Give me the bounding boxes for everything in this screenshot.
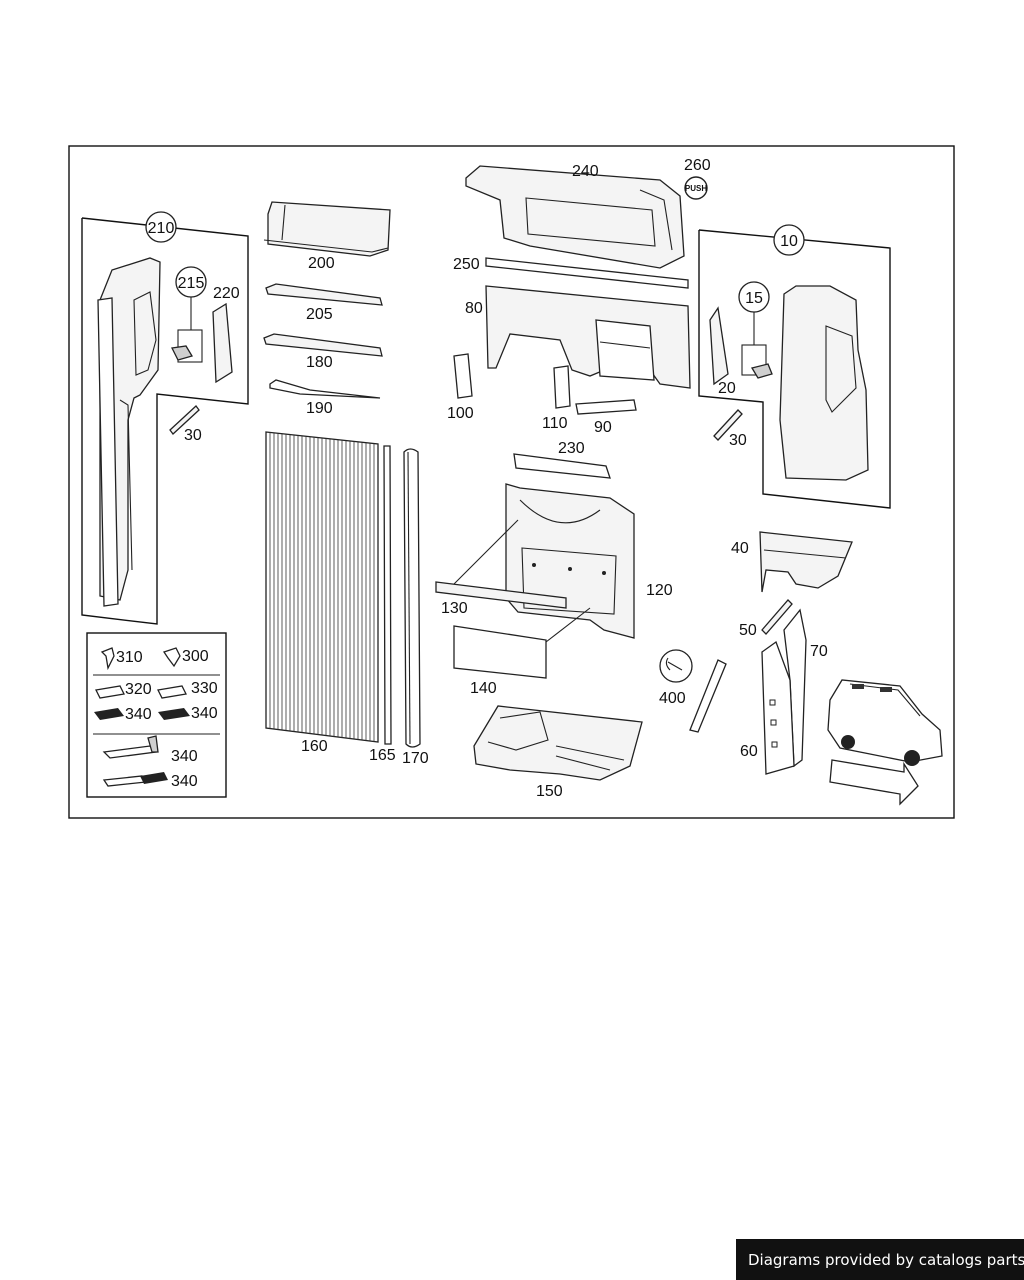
label-340-b: 340 [191, 705, 218, 722]
part-220[interactable]: 220 [212, 285, 240, 384]
part-240[interactable]: 240 [465, 163, 685, 269]
label-50: 50 [739, 622, 757, 639]
label-30-left: 30 [184, 427, 202, 444]
label-310: 310 [116, 649, 143, 666]
part-100[interactable]: 100 [447, 353, 474, 422]
part-20[interactable]: 20 [709, 306, 736, 397]
part-150[interactable]: 150 [473, 705, 643, 800]
part-15[interactable]: 15 [738, 281, 773, 379]
label-340-d: 340 [171, 773, 198, 790]
label-20: 20 [718, 380, 736, 397]
footer-credit: Diagrams provided by catalogs parts [736, 1239, 1024, 1280]
label-230: 230 [558, 440, 585, 457]
label-90: 90 [594, 419, 612, 436]
part-40[interactable]: 40 [731, 531, 853, 593]
label-120: 120 [646, 582, 673, 599]
part-130[interactable]: 130 [435, 519, 567, 617]
part-320[interactable]: 320 [95, 681, 152, 699]
part-170[interactable]: 170 [402, 448, 429, 767]
label-400: 400 [659, 690, 686, 707]
label-250: 250 [453, 256, 480, 273]
part-310[interactable]: 310 [100, 647, 143, 671]
label-240: 240 [572, 163, 599, 180]
label-260: 260 [684, 157, 711, 174]
label-210: 210 [148, 220, 175, 237]
label-340-c: 340 [171, 748, 198, 765]
part-180[interactable]: 180 [263, 333, 383, 371]
part-30-left[interactable]: 30 [169, 405, 202, 444]
part-300[interactable]: 300 [162, 647, 209, 668]
label-150: 150 [536, 783, 563, 800]
label-100: 100 [447, 405, 474, 422]
part-190[interactable]: 190 [269, 379, 381, 417]
van-icon [827, 679, 943, 806]
label-165: 165 [369, 747, 396, 764]
part-215[interactable]: 215 [171, 266, 207, 363]
part-160[interactable]: 160 [265, 431, 379, 755]
part-400[interactable]: 400 [659, 649, 727, 733]
label-160: 160 [301, 738, 328, 755]
part-50[interactable]: 50 [739, 599, 793, 639]
diagram-frame [68, 145, 955, 819]
label-70: 70 [810, 643, 828, 660]
label-15: 15 [745, 290, 763, 307]
label-60: 60 [740, 743, 758, 760]
part-140[interactable]: 140 [453, 607, 591, 697]
part-330[interactable]: 330 [157, 680, 218, 699]
fastener-box [86, 632, 227, 798]
part-80[interactable]: 80 [465, 285, 691, 389]
label-180: 180 [306, 354, 333, 371]
part-260[interactable]: 260 PUSH [684, 157, 711, 200]
part-205[interactable]: 205 [265, 283, 383, 323]
part-30-right[interactable]: 30 [713, 409, 747, 449]
part-200[interactable]: 200 [263, 201, 391, 272]
label-215: 215 [178, 275, 205, 292]
part-group-10[interactable]: 10 [698, 224, 891, 509]
label-340-a: 340 [125, 706, 152, 723]
part-group-210[interactable]: 210 [81, 211, 249, 625]
label-205: 205 [306, 306, 333, 323]
label-130: 130 [441, 600, 468, 617]
part-165[interactable]: 165 [369, 445, 396, 764]
label-320: 320 [125, 681, 152, 698]
label-10: 10 [780, 233, 798, 250]
label-190: 190 [306, 400, 333, 417]
label-300: 300 [182, 648, 209, 665]
label-80: 80 [465, 300, 483, 317]
part-250[interactable]: 250 [453, 256, 689, 289]
push-button-label: PUSH [685, 184, 707, 193]
part-90[interactable]: 90 [575, 399, 637, 436]
part-340-b[interactable]: 340 [158, 705, 218, 722]
part-110[interactable]: 110 [542, 365, 571, 432]
label-330: 330 [191, 680, 218, 697]
label-220: 220 [213, 285, 240, 302]
label-40: 40 [731, 540, 749, 557]
label-200: 200 [308, 255, 335, 272]
part-70[interactable]: 70 [783, 608, 828, 768]
part-60[interactable]: 60 [740, 640, 795, 775]
part-230[interactable]: 230 [513, 440, 611, 479]
label-140: 140 [470, 680, 497, 697]
part-120[interactable]: 120 [505, 483, 673, 639]
part-340-d[interactable]: 340 [102, 772, 198, 790]
label-30-right: 30 [729, 432, 747, 449]
part-340-c[interactable]: 340 [102, 735, 198, 765]
part-340-a[interactable]: 340 [94, 706, 152, 723]
label-110: 110 [542, 415, 568, 432]
label-170: 170 [402, 750, 429, 767]
